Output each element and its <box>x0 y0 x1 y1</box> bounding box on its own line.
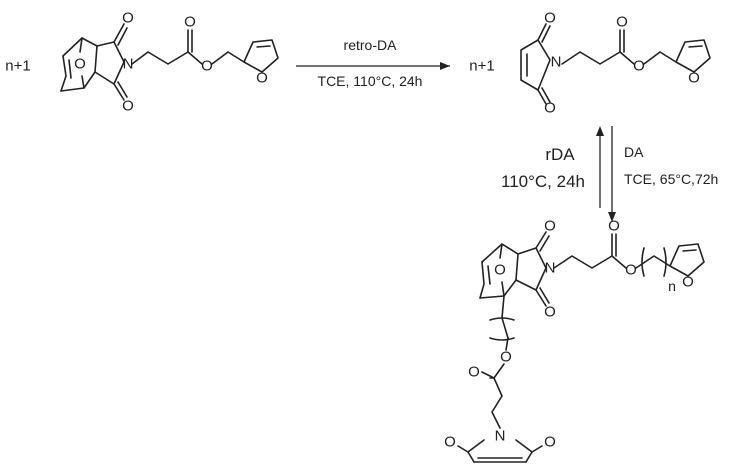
monomer-atom-n: N <box>551 54 562 71</box>
forward-arrow <box>296 62 450 70</box>
forward-arrow-label-above: retro-DA <box>344 37 398 53</box>
monomer-structure: n+1 <box>469 23 711 105</box>
reactant-atom-o-carbonyl: O <box>184 14 196 31</box>
reactant-atom-n: N <box>123 56 134 73</box>
reactant-atom-o-bottom: O <box>122 98 134 115</box>
monomer-atom-o-carbonyl: O <box>616 14 628 31</box>
polymer-atom-o-furan: O <box>682 274 694 291</box>
monomer-atom-o-bottom: O <box>544 100 556 117</box>
reactant-atom-o-bridge: O <box>74 56 86 73</box>
polymer-atom-o-side-ester: O <box>500 349 512 366</box>
monomer-atom-o-furan: O <box>688 70 700 87</box>
reactant-atom-o-top: O <box>122 10 134 27</box>
polymer-atom-o-bridge: O <box>494 262 506 279</box>
equilibrium-arrows <box>596 126 616 222</box>
equilibrium-left-line2: 110°C, 24h <box>501 172 585 191</box>
polymer-repeat-subscript: n <box>668 278 676 294</box>
equilibrium-right-line2: TCE, 65°C,72h <box>624 171 718 187</box>
monomer-atom-o-top: O <box>544 10 556 27</box>
monomer-coefficient: n+1 <box>469 58 494 75</box>
polymer-atom-o-end-right: O <box>544 434 556 451</box>
equilibrium-right-line1: DA <box>624 144 644 160</box>
equilibrium-left-line1: rDA <box>545 145 575 164</box>
reactant-coefficient: n+1 <box>5 58 30 75</box>
polymer-atom-o-carbonyl: O <box>608 218 620 235</box>
reactant-atom-o-ester: O <box>201 58 213 75</box>
polymer-atom-o-top: O <box>544 218 556 235</box>
reactant-structure: n+1 <box>5 23 279 101</box>
forward-arrow-label-below: TCE, 110°C, 24h <box>318 73 423 89</box>
polymer-atom-o-side-carbonyl: O <box>468 364 480 381</box>
polymer-atom-n-end: N <box>495 428 506 445</box>
polymer-atom-n: N <box>545 260 556 277</box>
polymer-structure <box>457 231 705 463</box>
polymer-atom-o-bottom: O <box>544 304 556 321</box>
reactant-atom-o-furan: O <box>256 70 268 87</box>
polymer-atom-o-end-left: O <box>444 434 456 451</box>
polymer-atom-o-ester: O <box>625 262 637 279</box>
monomer-atom-o-ester: O <box>633 58 645 75</box>
